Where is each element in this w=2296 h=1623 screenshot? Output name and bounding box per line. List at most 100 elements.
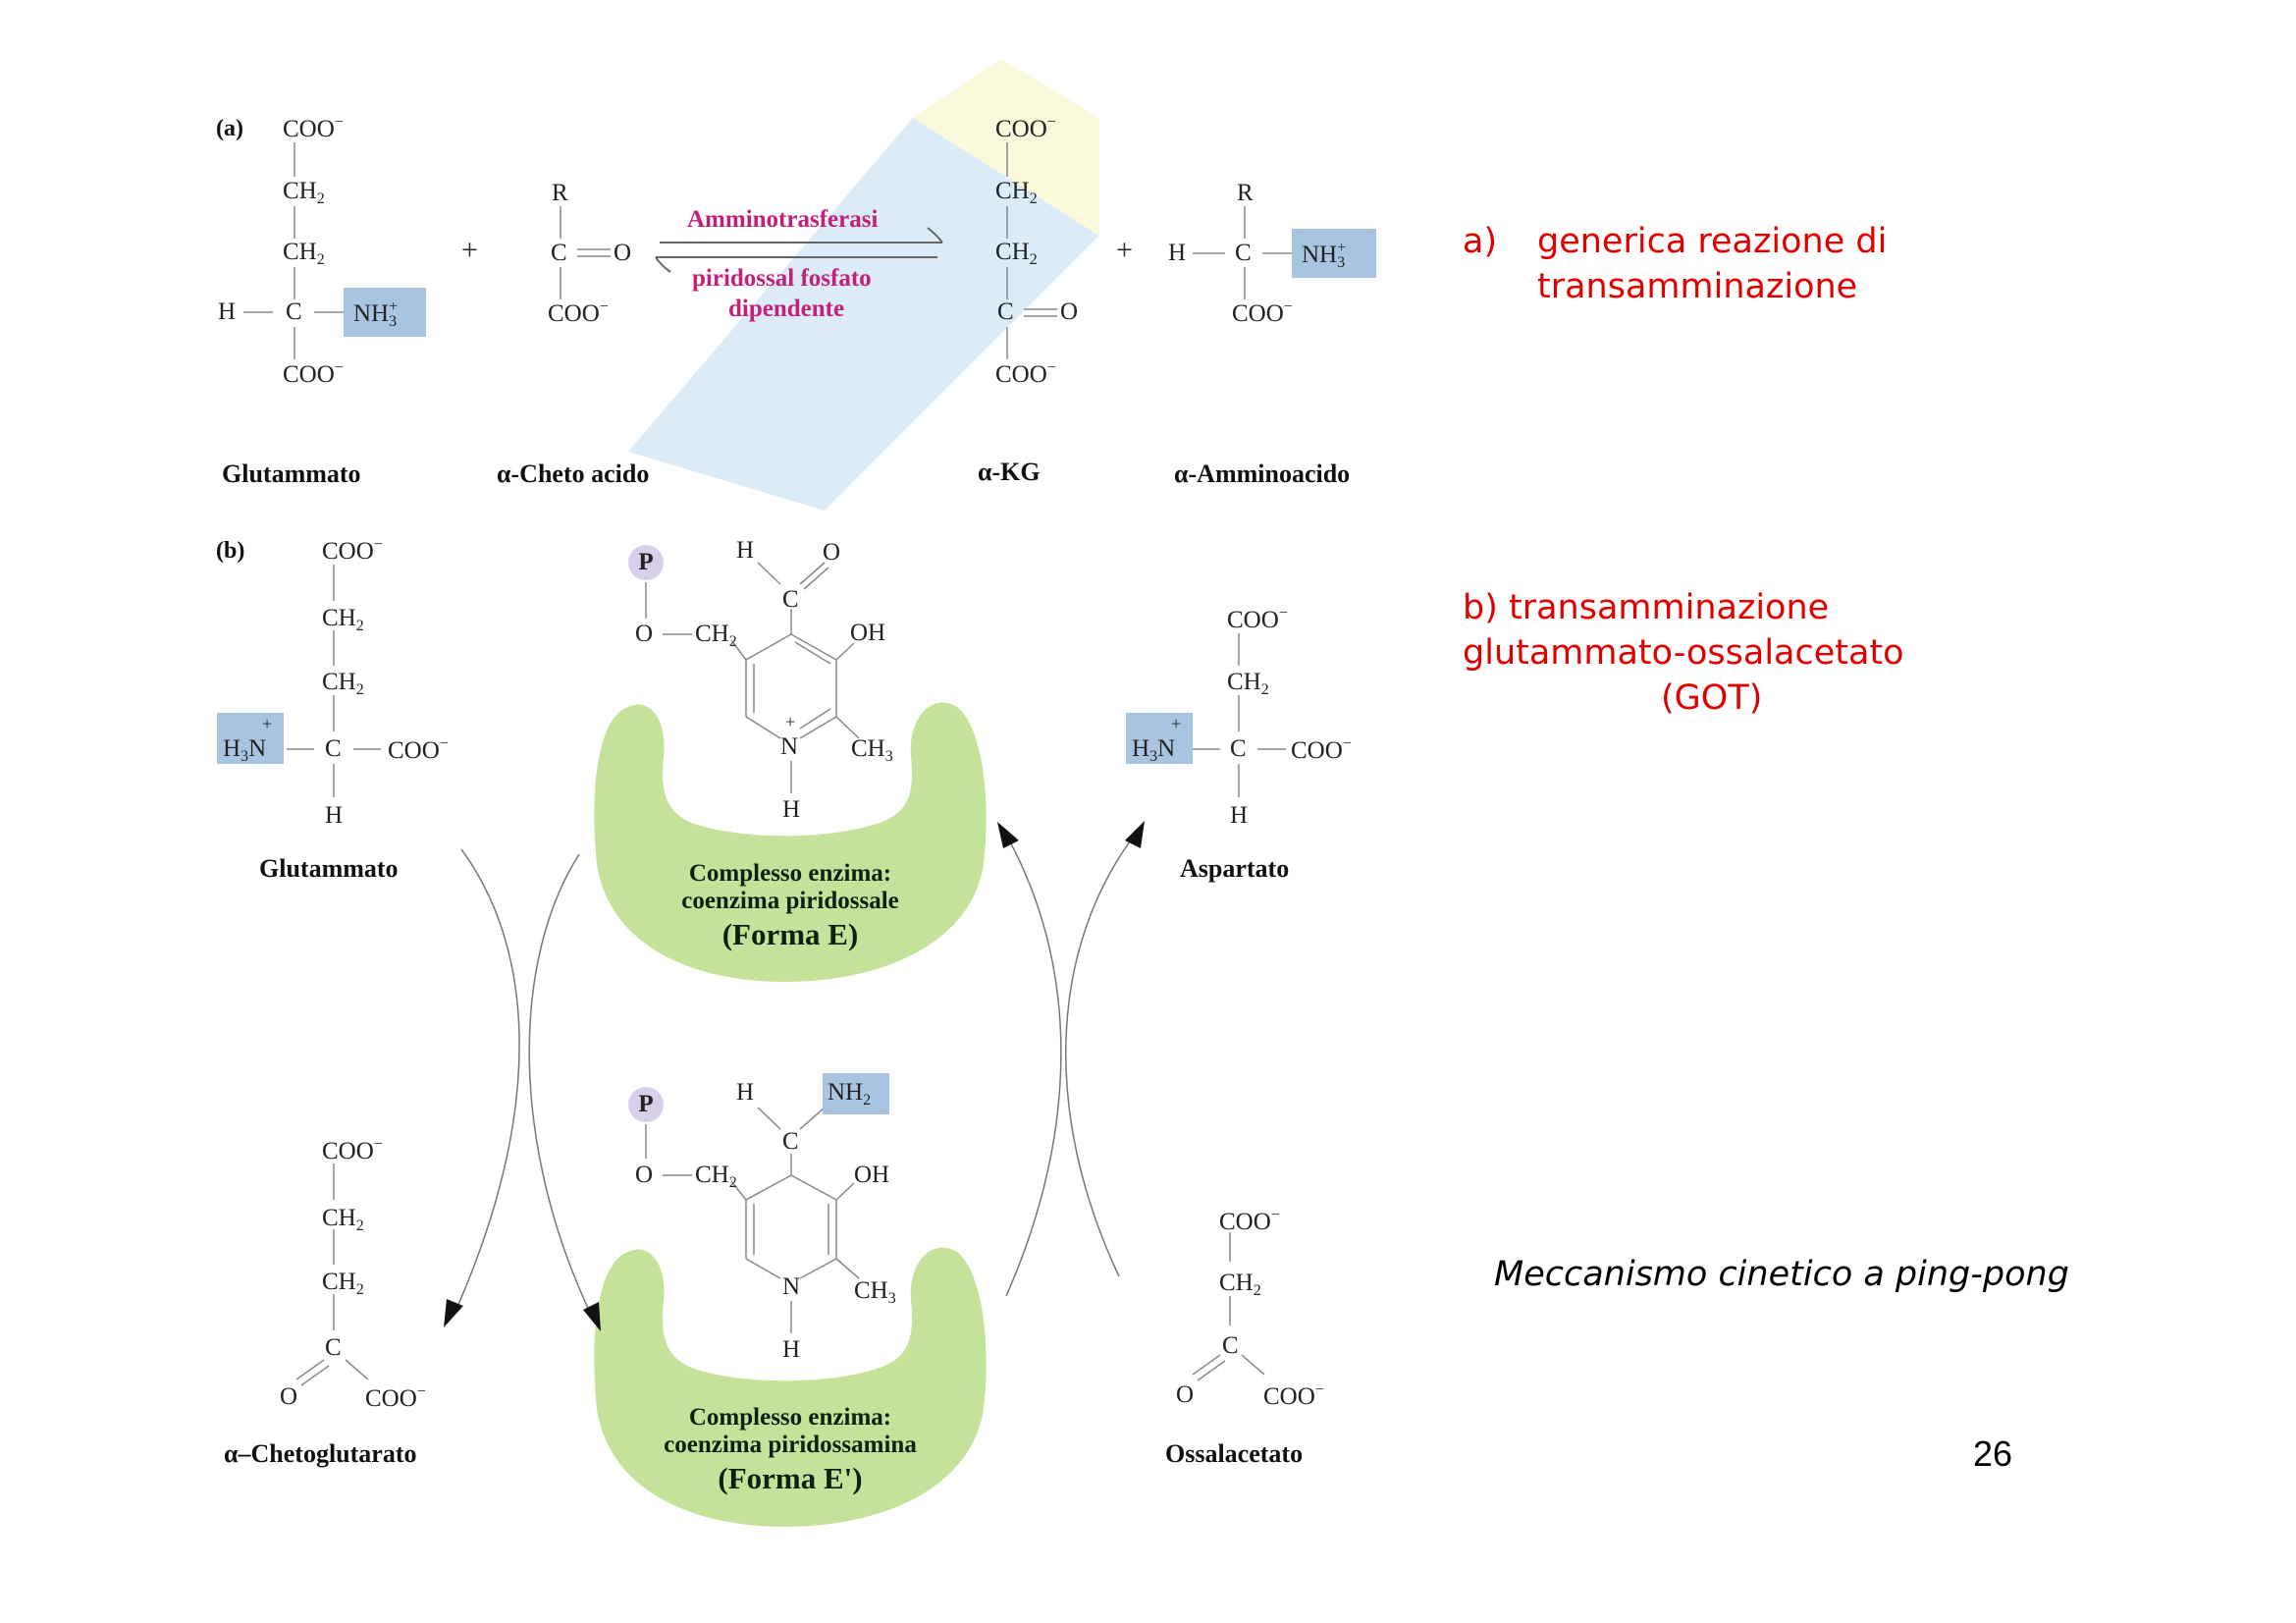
- enzyme-shape-form-e: [594, 702, 987, 982]
- akg-b-name: α–Chetoglutarato: [224, 1439, 417, 1468]
- glu-b-h3n: H3N: [223, 735, 267, 765]
- form-e-label: Complesso enzima: coenzima piridossale (…: [638, 860, 942, 952]
- panel-b-label: (b): [216, 538, 245, 564]
- glu-a-ch2-2: CH2: [283, 239, 325, 268]
- glu-a-ch2-1: CH2: [283, 178, 325, 207]
- form-e-oh: OH: [850, 620, 886, 646]
- note-a-marker: a): [1463, 222, 1498, 261]
- form-ep-line1: Complesso enzima:: [688, 1404, 892, 1431]
- arrow-cofactor-label-1: piridossal fosfato: [692, 265, 872, 292]
- form-e-n-plus: +: [785, 712, 796, 731]
- arrowhead-up-left: [997, 822, 1019, 848]
- asp-c: C: [1230, 735, 1247, 762]
- glu-b-top: COO−: [322, 536, 383, 565]
- glu-b-amino-highlight: [217, 713, 284, 764]
- oaa-name: Ossalacetato: [1165, 1439, 1304, 1468]
- akg-b-coo: COO−: [365, 1383, 426, 1412]
- glu-a-bottom: COO−: [283, 359, 344, 388]
- enzyme-shape-form-e-prime: [594, 1247, 987, 1527]
- form-ep-label: Complesso enzima: coenzima piridossamina…: [628, 1404, 952, 1496]
- glu-b-h: H: [325, 802, 344, 829]
- phosphate-circle-e: P: [628, 545, 664, 580]
- aa-amino-highlight: [1292, 229, 1376, 278]
- glu-a-top: COO−: [283, 114, 344, 142]
- note-a-line1: generica reazione di: [1537, 222, 1888, 261]
- form-ep-h: H: [736, 1079, 755, 1106]
- aa-name: α-Amminoacido: [1174, 460, 1351, 488]
- phosphate-circle-e-prime: P: [628, 1087, 664, 1122]
- asp-name: Aspartato: [1180, 854, 1290, 883]
- akg-name: α-KG: [978, 458, 1041, 486]
- page-number: 26: [1973, 1434, 2013, 1474]
- oaa-top: COO−: [1219, 1207, 1280, 1235]
- arrow-form-e-to-form-e-prime: [528, 853, 595, 1322]
- plus-2: +: [1116, 234, 1133, 266]
- akg-o: O: [1060, 298, 1079, 325]
- note-b-line3: (GOT): [1661, 678, 1763, 718]
- akg-b-c: C: [325, 1334, 342, 1361]
- form-e-h-ald: H: [736, 537, 755, 564]
- asp-plus: +: [1171, 714, 1182, 733]
- glu-b-coo: COO−: [388, 735, 449, 764]
- asp-amino-highlight: [1126, 713, 1193, 764]
- equilibrium-arrow: [655, 227, 943, 273]
- mechanism-note: Meccanismo cinetico a ping-pong: [1494, 1255, 2069, 1294]
- form-e-ch2: CH2: [695, 621, 737, 650]
- aa-r: R: [1237, 180, 1254, 206]
- form-ep-line2: coenzima piridossamina: [664, 1432, 917, 1458]
- form-e-nh: H: [782, 796, 801, 823]
- panel-a-label: (a): [216, 116, 243, 141]
- note-a-line2: transamminazione: [1537, 267, 1858, 306]
- glu-b-ch2-2: CH2: [322, 669, 364, 698]
- aa-h: H: [1168, 240, 1187, 266]
- arrowhead-down-right: [583, 1302, 601, 1331]
- keto-o: O: [614, 240, 632, 266]
- glu-b-ch2-1: CH2: [322, 605, 364, 634]
- arrow-oxaloacetate-to-aspartate: [1065, 829, 1140, 1277]
- asp-h: H: [1230, 802, 1249, 829]
- akg-c: C: [997, 298, 1014, 325]
- note-b-line2: glutammato-ossalacetato: [1463, 633, 1904, 673]
- arrowhead-up-right: [1125, 821, 1145, 848]
- form-e-line2: coenzima piridossale: [681, 888, 899, 914]
- form-ep-ch3: CH3: [854, 1277, 896, 1307]
- aa-bottom: COO−: [1232, 298, 1293, 327]
- glu-a-nh3: NH3+: [353, 298, 399, 330]
- oaa-c: C: [1222, 1332, 1239, 1359]
- form-ep-ch2: CH2: [695, 1162, 737, 1191]
- keto-name: α-Cheto acido: [497, 460, 650, 488]
- akg-b-ch2-2: CH2: [322, 1269, 364, 1298]
- oaa-coo: COO−: [1263, 1381, 1324, 1410]
- akg-b-top: COO−: [322, 1136, 383, 1164]
- form-ep-n: N: [782, 1273, 801, 1300]
- glu-a-c: C: [286, 298, 302, 325]
- form-ep-o: O: [635, 1162, 654, 1188]
- form-ep-c: C: [782, 1128, 799, 1155]
- form-ep-oh: OH: [854, 1162, 890, 1188]
- arrowhead-down-left: [444, 1299, 463, 1327]
- asp-coo: COO−: [1291, 735, 1352, 764]
- arrow-cofactor-label-2: dipendente: [728, 296, 845, 322]
- form-e-o: O: [635, 621, 654, 647]
- glu-a-amino-highlight: [344, 288, 426, 337]
- form-e-line3: (Forma E): [721, 917, 859, 951]
- form-e-c-ald: C: [782, 586, 799, 613]
- form-e-n: N: [780, 733, 799, 760]
- keto-r: R: [552, 180, 568, 206]
- form-ep-line3: (Forma E'): [718, 1461, 863, 1495]
- glu-b-name: Glutammato: [259, 854, 399, 883]
- aa-nh3: NH3+: [1302, 240, 1347, 271]
- keto-c: C: [551, 240, 567, 266]
- glu-a-h: H: [218, 298, 237, 325]
- glu-a-name: Glutammato: [222, 460, 361, 488]
- form-e-o-ald: O: [823, 539, 841, 566]
- plus-1: +: [461, 234, 478, 266]
- asp-top: COO−: [1227, 605, 1288, 633]
- akg-bottom: COO−: [995, 359, 1056, 388]
- asp-ch2: CH2: [1227, 669, 1269, 698]
- akg-b-o: O: [280, 1383, 298, 1410]
- akg-top: COO−: [995, 114, 1056, 142]
- watermark-shape: [628, 59, 1099, 511]
- form-ep-nh2: NH2: [828, 1079, 872, 1109]
